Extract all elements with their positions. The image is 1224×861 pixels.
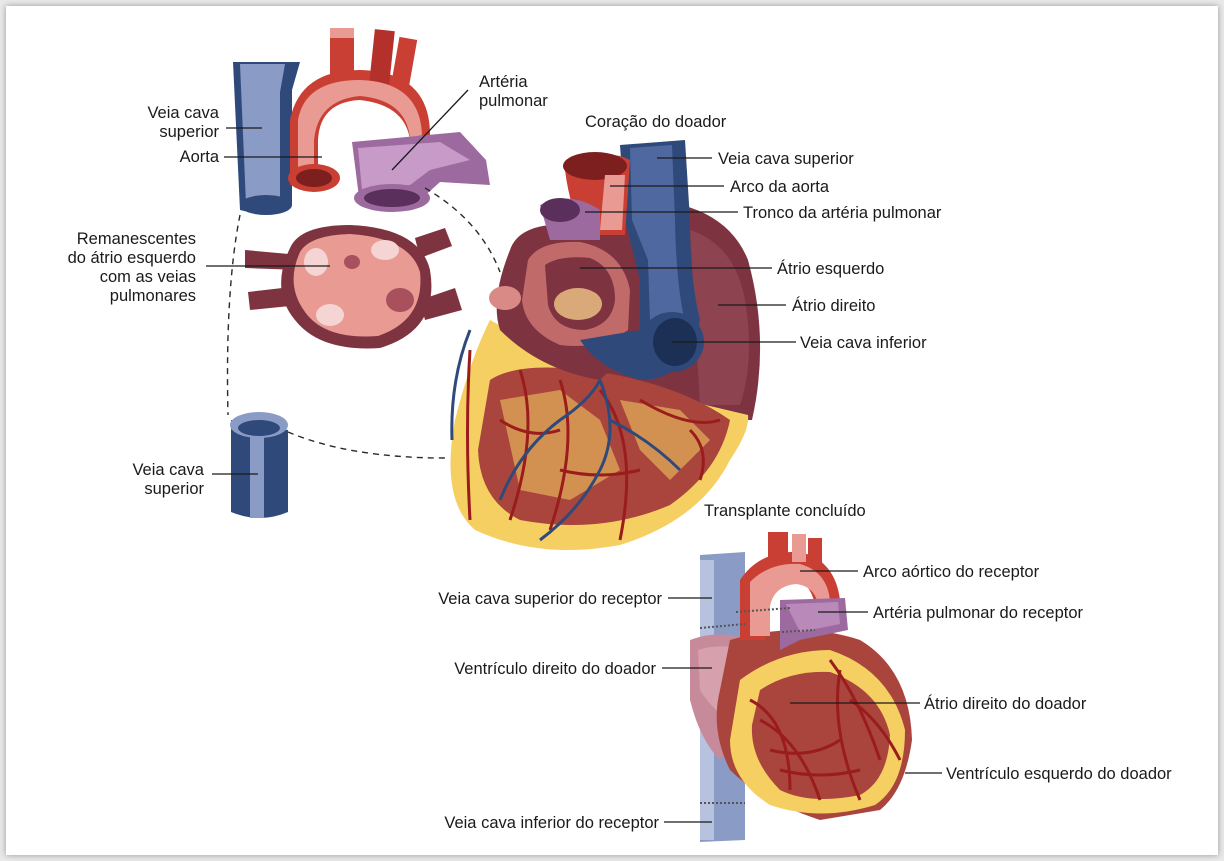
label-remanescentes-4: pulmonares: [110, 287, 196, 305]
left-atrium-remnant-illustration: [245, 225, 462, 348]
label-ventriculo-direito-doador: Ventrículo direito do doador: [454, 660, 656, 678]
label-aorta: Aorta: [180, 148, 220, 166]
label-arteria-pulmonar-1: Artéria: [479, 73, 528, 91]
dashed-guide-right: [425, 188, 500, 272]
dashed-guide-bottom: [288, 432, 445, 458]
label-donor-veia-cava-superior: Veia cava superior: [718, 150, 854, 168]
label-ventriculo-esquerdo-doador: Ventrículo esquerdo do doador: [946, 765, 1172, 783]
label-veia-cava-superior-bottom-2: superior: [144, 480, 204, 498]
label-arco-aortico-receptor: Arco aórtico do receptor: [863, 563, 1040, 581]
label-veia-cava-inferior-receptor: Veia cava inferior do receptor: [444, 814, 659, 832]
label-transplante-concluido: Transplante concluído: [704, 502, 866, 520]
label-coracao-doador: Coração do doador: [585, 113, 727, 131]
dashed-guide-left: [228, 215, 241, 415]
label-donor-tronco-pulmonar: Tronco da artéria pulmonar: [743, 204, 942, 222]
label-donor-veia-cava-inferior: Veia cava inferior: [800, 334, 927, 352]
donor-heart-illustration: [451, 140, 761, 550]
recipient-remnants-illustration: [233, 28, 490, 215]
svc-segment-illustration: [230, 412, 288, 518]
label-remanescentes-1: Remanescentes: [77, 230, 196, 248]
label-donor-atrio-esquerdo: Átrio esquerdo: [777, 259, 884, 278]
label-veia-cava-superior-receptor: Veia cava superior do receptor: [438, 590, 662, 608]
label-remanescentes-3: com as veias: [100, 268, 196, 286]
label-donor-arco-aorta: Arco da aorta: [730, 178, 830, 196]
label-atrio-direito-doador: Átrio direito do doador: [924, 694, 1087, 713]
label-veia-cava-superior-top-2: superior: [159, 123, 219, 141]
label-veia-cava-superior-top-1: Veia cava: [147, 104, 219, 122]
label-arteria-pulmonar-receptor: Artéria pulmonar do receptor: [873, 604, 1084, 622]
label-veia-cava-superior-bottom-1: Veia cava: [132, 461, 204, 479]
label-remanescentes-2: do átrio esquerdo: [68, 249, 196, 267]
label-arteria-pulmonar-2: pulmonar: [479, 92, 548, 110]
label-donor-atrio-direito: Átrio direito: [792, 296, 875, 315]
